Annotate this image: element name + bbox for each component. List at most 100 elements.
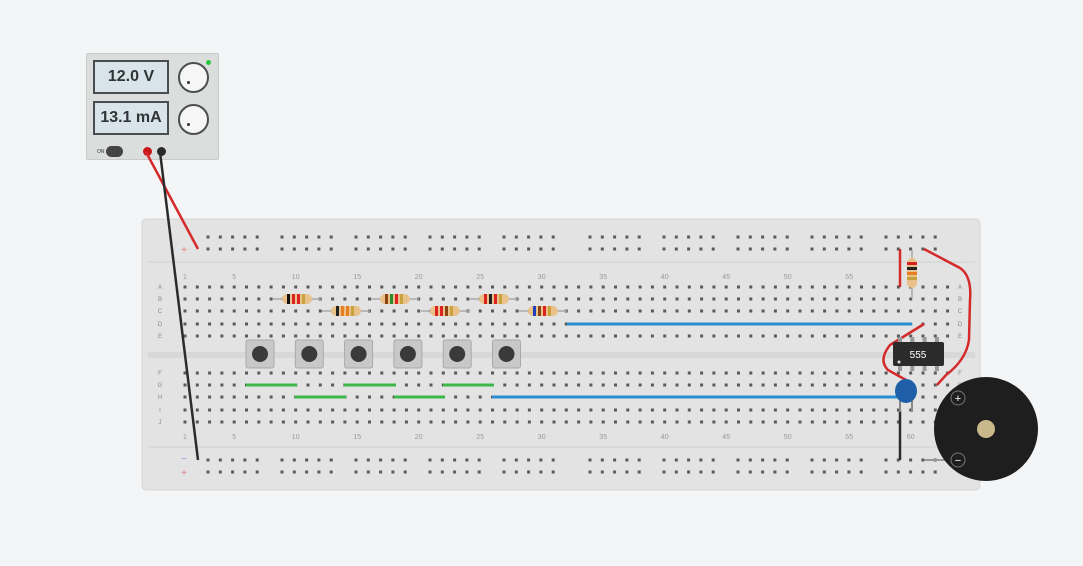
hole: [896, 334, 900, 338]
hole: [564, 408, 568, 412]
hole: [306, 309, 310, 313]
power-wire-black: [158, 151, 200, 461]
hole: [183, 285, 187, 289]
power-switch[interactable]: [106, 146, 123, 157]
hole: [306, 420, 310, 424]
hole: [737, 371, 740, 375]
rail-hole: [366, 247, 370, 251]
row-letter: G: [158, 383, 163, 389]
resistor-band: [450, 306, 453, 316]
hole: [712, 285, 716, 289]
rail-hole: [933, 470, 937, 474]
hole: [884, 285, 888, 289]
hole: [626, 371, 630, 375]
hole: [798, 408, 802, 412]
ic-555: 555: [893, 337, 944, 371]
hole: [503, 334, 507, 338]
rail-hole: [280, 470, 284, 474]
hole: [540, 408, 544, 412]
hole: [601, 334, 605, 338]
resistor: [421, 306, 469, 316]
hole: [835, 383, 839, 387]
rail-hole: [736, 235, 740, 239]
rail-hole: [810, 247, 814, 251]
rail-hole: [305, 235, 309, 239]
hole: [245, 322, 248, 326]
rail-hole: [218, 247, 222, 251]
hole: [417, 322, 421, 326]
rail-hole: [465, 458, 469, 462]
column-number-bottom: 20: [415, 434, 423, 441]
capacitor-body: [895, 379, 917, 403]
row-letter: I: [159, 408, 161, 414]
rail-hole: [785, 458, 789, 462]
rail-hole: [896, 470, 900, 474]
rail-hole: [674, 470, 678, 474]
rail-hole: [810, 458, 814, 462]
rail-hole: [847, 235, 851, 239]
hole: [700, 408, 704, 412]
hole: [257, 285, 261, 289]
hole: [786, 371, 790, 375]
rail-hole: [354, 458, 358, 462]
hole: [380, 395, 384, 399]
rail-hole: [379, 247, 383, 251]
hole: [417, 334, 421, 338]
rail-hole: [761, 458, 765, 462]
hole: [737, 408, 740, 412]
hole: [466, 297, 470, 301]
hole: [798, 285, 802, 289]
hole: [946, 322, 950, 326]
rail-hole: [588, 235, 592, 239]
voltage-knob[interactable]: [178, 62, 209, 93]
rail-hole: [625, 247, 629, 251]
hole: [675, 309, 679, 313]
hole: [245, 334, 248, 338]
hole: [577, 309, 581, 313]
hole: [872, 383, 876, 387]
hole: [355, 285, 359, 289]
rail-hole: [428, 235, 432, 239]
power-supply[interactable]: 12.0 V 13.1 mA ON: [86, 53, 219, 160]
hole: [847, 334, 851, 338]
rail-hole: [403, 247, 407, 251]
rail-hole: [687, 247, 691, 251]
hole: [626, 408, 630, 412]
rail-hole: [736, 247, 740, 251]
rail-hole: [884, 235, 888, 239]
hole: [909, 371, 913, 375]
hole: [232, 408, 236, 412]
current-knob[interactable]: [178, 104, 209, 135]
hole: [355, 334, 359, 338]
column-number-bottom: 10: [292, 434, 300, 441]
hole: [380, 408, 384, 412]
rail-hole: [748, 247, 752, 251]
hole: [872, 334, 876, 338]
hole: [860, 408, 863, 412]
hole: [564, 285, 568, 289]
hole: [614, 297, 617, 301]
positive-terminal[interactable]: [143, 147, 152, 156]
hole: [220, 420, 224, 424]
hole: [872, 408, 876, 412]
negative-terminal[interactable]: [157, 147, 166, 156]
column-number-top: 50: [784, 274, 792, 281]
hole: [933, 322, 937, 326]
rail-hole: [896, 458, 900, 462]
hole: [392, 285, 396, 289]
rail-hole: [896, 247, 900, 251]
rail-hole: [379, 470, 383, 474]
hole: [896, 285, 900, 289]
piezo-buzzer: +−: [934, 377, 1038, 481]
resistor: [470, 294, 518, 304]
hole: [220, 395, 224, 399]
rail-hole: [687, 235, 691, 239]
rail-hole: [502, 458, 506, 462]
rail-hole: [440, 458, 444, 462]
hole: [786, 334, 790, 338]
row-letter: A: [958, 285, 962, 291]
rail-hole: [539, 458, 543, 462]
hole: [835, 297, 839, 301]
hole: [724, 383, 728, 387]
